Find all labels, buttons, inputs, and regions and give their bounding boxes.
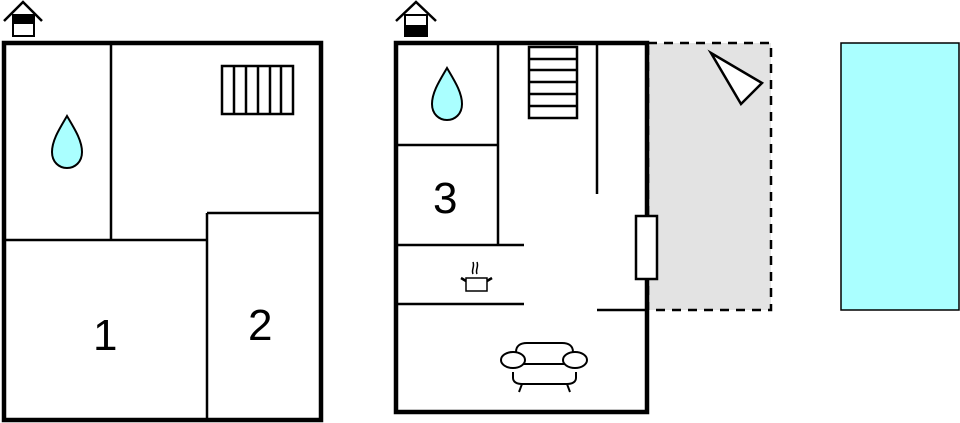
- ground-floor-interior-walls: [396, 43, 648, 312]
- swimming-pool: [840, 42, 960, 311]
- upper-floor-outer-wall: [1, 40, 324, 423]
- floor-indicator-ground-icon: [395, 0, 437, 37]
- stairs-icon: [220, 64, 295, 116]
- water-drop-icon: [50, 114, 84, 170]
- room-label-3: 3: [433, 174, 457, 223]
- armchair-icon: [500, 342, 588, 393]
- ground-floor-plan: 3: [393, 0, 773, 415]
- cooking-pot-icon: [460, 261, 493, 292]
- room-label-2: 2: [248, 301, 272, 350]
- upper-floor-plan: 1 2: [1, 0, 324, 423]
- terrace-umbrella-icon: [707, 49, 765, 107]
- room-label-1: 1: [93, 311, 117, 360]
- upper-floor-interior-walls: [4, 43, 321, 420]
- floor-indicator-upper-icon: [3, 0, 43, 37]
- water-drop-icon: [430, 66, 464, 122]
- stairs-icon: [527, 45, 579, 120]
- terrace-door: [634, 214, 659, 281]
